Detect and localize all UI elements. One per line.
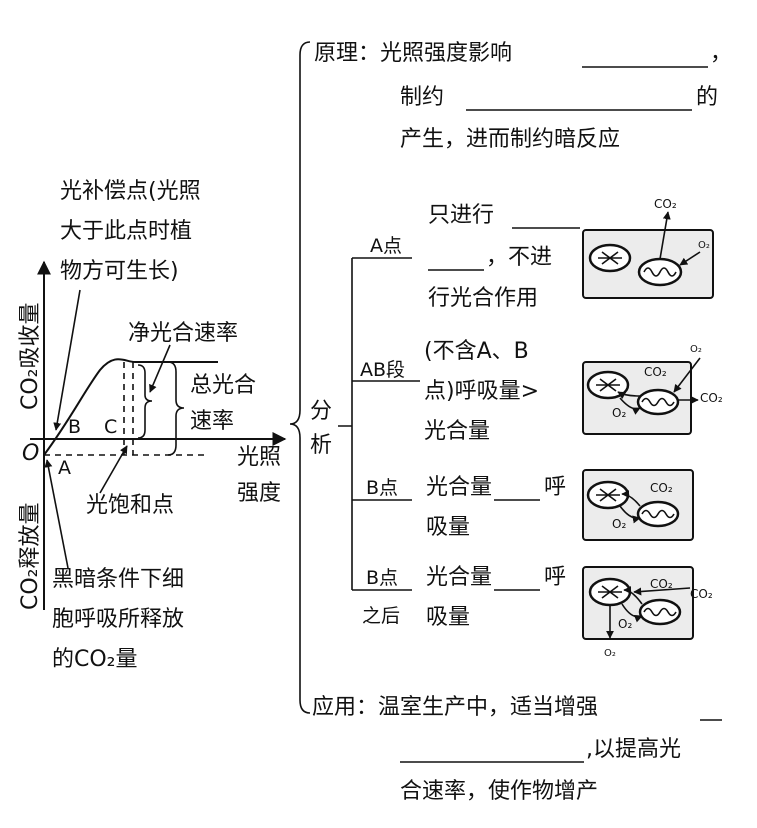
x-axis-label-line2: 强度 [237,481,281,506]
total-rate-note-2: 速率 [190,409,234,434]
total-rate-note-1: 总光合 [190,373,256,398]
saturation-arrow [99,445,128,494]
dark-note-3: 的CO₂量 [52,647,138,672]
branch-a-label: A点 [370,235,402,257]
branch-b-text-3: 吸量 [426,515,470,540]
cell-box-a: CO₂ O₂ [582,197,714,299]
branch-after-b-label: B点 [366,567,398,589]
box-b-o2: O₂ [612,517,626,531]
box-b-co2: CO₂ [650,481,673,495]
branch-a-text-2: ，不进 [486,245,552,270]
compensation-arrow [53,289,81,431]
origin-label: O [22,441,39,466]
box-a-o2: O₂ [698,240,710,251]
outline-structure [289,41,420,714]
principle-section: 原理：光照强度影响 ， 制约 的 产生，进而制约暗反应 [314,41,732,152]
branch-after-b-text-1: 光合量 [426,565,492,590]
branch-a: A点 只进行 ，不进 行光合作用 [370,203,580,311]
net-rate-brace [137,364,153,439]
cell-box-b: CO₂ O₂ [582,469,694,541]
net-rate-note: 净光合速率 [128,321,238,346]
cell-box-after-b: CO₂ CO₂ O₂ O₂ [582,566,713,659]
y-axis-top-label: CO₂吸收量 [18,303,43,411]
application-line1: 应用：温室生产中，适当增强 [312,695,598,720]
box-after-b-co2-out: CO₂ [690,587,713,601]
analysis-label-2: 析 [310,433,332,458]
box-ab-o2-top: O₂ [690,344,702,355]
compensation-note-3: 物方可生长) [60,259,179,284]
total-rate-brace [167,361,185,456]
box-ab-co2-inner: CO₂ [644,365,667,379]
compensation-note-1: 光补偿点(光照 [60,179,201,204]
dark-note-1: 黑暗条件下细 [52,567,184,592]
analysis-branch-line [338,258,353,590]
application-line2: ,以提高光 [586,737,681,762]
main-brace [289,41,311,714]
box-after-b-o2-out: O₂ [604,648,616,659]
branch-a-text-1: 只进行 [428,203,494,228]
cell-box-ab: CO₂ O₂ O₂ CO₂ [582,344,723,435]
branch-b: B点 光合量 呼 吸量 [366,475,566,540]
compensation-note-2: 大于此点时植 [60,219,192,244]
y-axis-bottom-label: CO₂释放量 [18,503,43,611]
branch-a-text-3: 行光合作用 [428,286,538,311]
box-ab-o2-inner: O₂ [612,406,626,420]
branch-ab: AB段 (不含A、B 点)呼吸量> 光合量 [360,339,539,444]
dark-note-2: 胞呼吸所释放 [52,607,184,632]
application-section: 应用：温室生产中，适当增强 ,以提高光 合速率，使作物增产 [312,695,722,804]
branch-after-b-text-2: 呼 [544,565,566,590]
point-b-label: B [68,416,81,438]
box-ab-co2-out: CO₂ [700,391,723,405]
net-rate-arrow [149,344,171,393]
branch-ab-text-1: (不含A、B [424,339,529,364]
branch-b-text-1: 光合量 [426,475,492,500]
photosynthesis-curve [43,358,218,456]
point-c-label: C [104,416,117,438]
branch-after-b-label2: 之后 [362,605,400,627]
box-after-b-o2-inner: O₂ [618,617,632,631]
principle-line2-start: 制约 [400,85,444,110]
box-a-co2: CO₂ [654,197,677,211]
branch-ab-label: AB段 [360,359,405,381]
box-after-b-co2-inner: CO₂ [650,577,673,591]
point-a-label: A [58,457,71,479]
dark-arrow [44,459,69,569]
branch-ab-text-2: 点)呼吸量> [424,379,539,404]
x-axis-label-line1: 光照 [237,445,281,470]
branch-after-b: B点 之后 光合量 呼 吸量 [362,565,566,630]
analysis-label-1: 分 [310,399,332,424]
light-response-graph: CO₂吸收量 CO₂释放量 光照 强度 O A B C 光补偿点(光照 大于此点… [18,179,287,672]
branch-after-b-text-3: 吸量 [426,605,470,630]
branch-ab-text-3: 光合量 [424,419,490,444]
principle-line1: 原理：光照强度影响 [314,41,512,66]
saturation-note: 光饱和点 [86,493,174,518]
principle-line3: 产生，进而制约暗反应 [400,127,620,152]
principle-line2-end: 的 [696,85,718,110]
branch-b-text-2: 呼 [544,475,566,500]
branch-b-label: B点 [366,477,398,499]
application-line3: 合速率，使作物增产 [400,779,598,804]
principle-comma: ， [710,41,732,66]
